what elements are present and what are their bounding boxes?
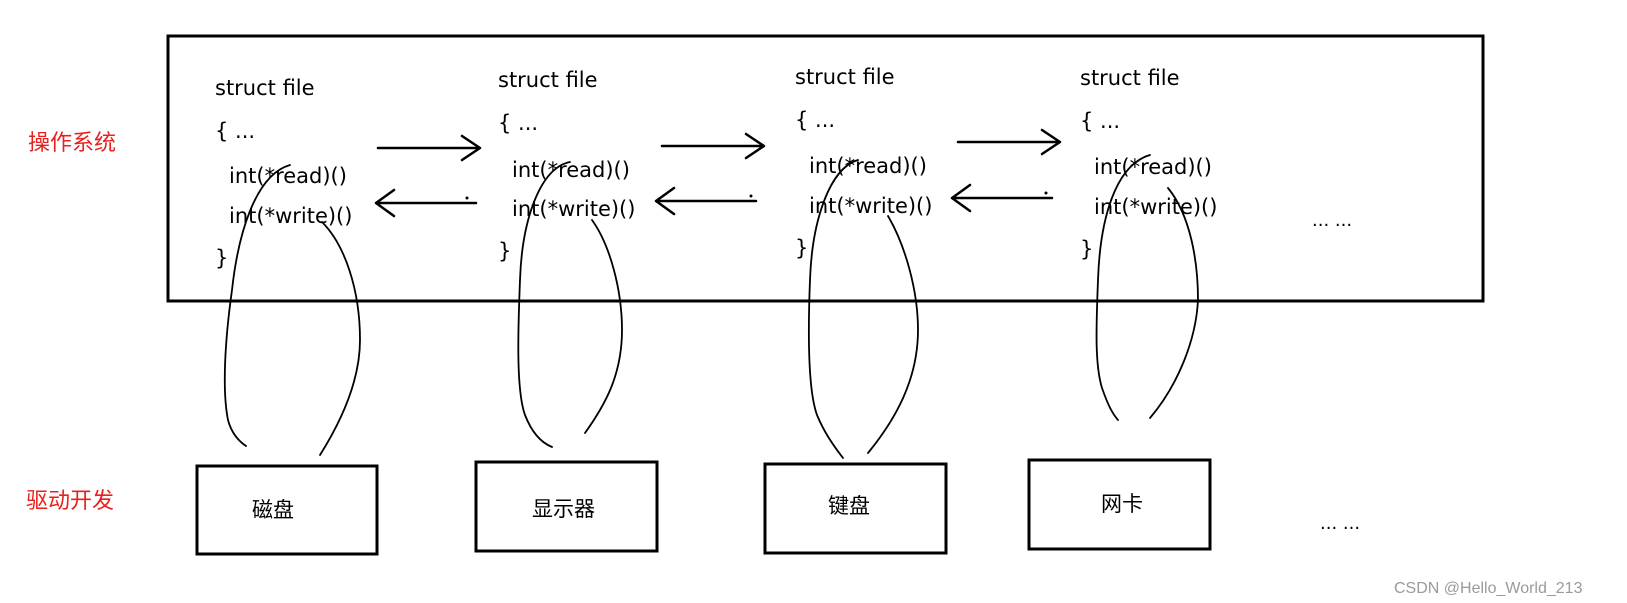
loop-write-1 (319, 221, 361, 456)
link-arrows (374, 128, 1062, 218)
struct-write-field: int(*write)() (1094, 195, 1217, 219)
loop-write-4 (1149, 187, 1199, 419)
struct-title: struct file (498, 68, 598, 92)
struct-open-brace: { ... (1080, 109, 1120, 133)
device-box (195, 464, 379, 556)
arrow-prev-3-2 (654, 186, 758, 216)
device-display: 显示器 (474, 460, 659, 553)
struct-read-field: int(*read)() (809, 154, 927, 178)
struct-open-brace: { ... (795, 108, 835, 132)
struct-write-field: int(*write)() (229, 204, 352, 228)
struct-read-field: int(*read)() (229, 164, 347, 188)
struct-more-ellipsis: ... ... (1312, 210, 1352, 231)
arrow-prev-4-3 (950, 183, 1054, 213)
struct-close-brace: } (215, 246, 228, 270)
loop-read-4 (1095, 154, 1151, 421)
struct-read-field: int(*read)() (512, 158, 630, 182)
struct-read-field: int(*read)() (1094, 155, 1212, 179)
struct-write-field: int(*write)() (809, 194, 932, 218)
loop-write-2 (584, 219, 623, 434)
struct-write-field: int(*write)() (512, 197, 635, 221)
os-layer-label: 操作系统 (28, 131, 116, 156)
device-label: 磁盘 (252, 498, 294, 522)
struct-open-brace: { ... (215, 119, 255, 143)
device-label: 网卡 (1101, 492, 1143, 516)
device-disk: 磁盘 (195, 464, 379, 556)
connection-loops (223, 154, 1199, 459)
struct-open-brace: { ... (498, 111, 538, 135)
struct-title: struct file (1080, 66, 1180, 90)
driver-layer-label: 驱动开发 (26, 489, 114, 514)
os-layer-box (166, 34, 1485, 303)
arrow-prev-2-1 (374, 188, 478, 218)
watermark: CSDN @Hello_World_213 (1394, 580, 1583, 597)
loop-write-3 (867, 215, 919, 454)
loop-read-2 (517, 161, 571, 448)
device-more-ellipsis: ... ... (1320, 513, 1360, 534)
arrow-next-2-3 (660, 132, 766, 160)
loop-read-1 (223, 164, 291, 447)
arrow-next-1-2 (376, 134, 482, 162)
struct-close-brace: } (1080, 237, 1093, 261)
loop-read-3 (808, 159, 859, 459)
arrow-dot (465, 196, 469, 200)
struct-close-brace: } (498, 239, 511, 263)
device-box (1027, 458, 1212, 551)
device-label: 键盘 (828, 494, 870, 518)
arrow-next-3-4 (956, 128, 1062, 156)
struct-file-3: struct file { ... int(*read)() int(*writ… (795, 65, 932, 260)
arrow-dot (749, 194, 753, 198)
device-box (474, 460, 659, 553)
device-keyboard: 键盘 (763, 462, 948, 555)
struct-title: struct file (215, 76, 315, 100)
device-nic: 网卡 (1027, 458, 1212, 551)
struct-file-1: struct file { ... int(*read)() int(*writ… (215, 76, 352, 270)
device-label: 显示器 (532, 497, 595, 521)
device-box (763, 462, 948, 555)
struct-title: struct file (795, 65, 895, 89)
struct-file-2: struct file { ... int(*read)() int(*writ… (498, 68, 635, 263)
struct-close-brace: } (795, 236, 808, 260)
arrow-dot (1044, 191, 1048, 195)
struct-file-4: struct file { ... int(*read)() int(*writ… (1080, 66, 1217, 261)
